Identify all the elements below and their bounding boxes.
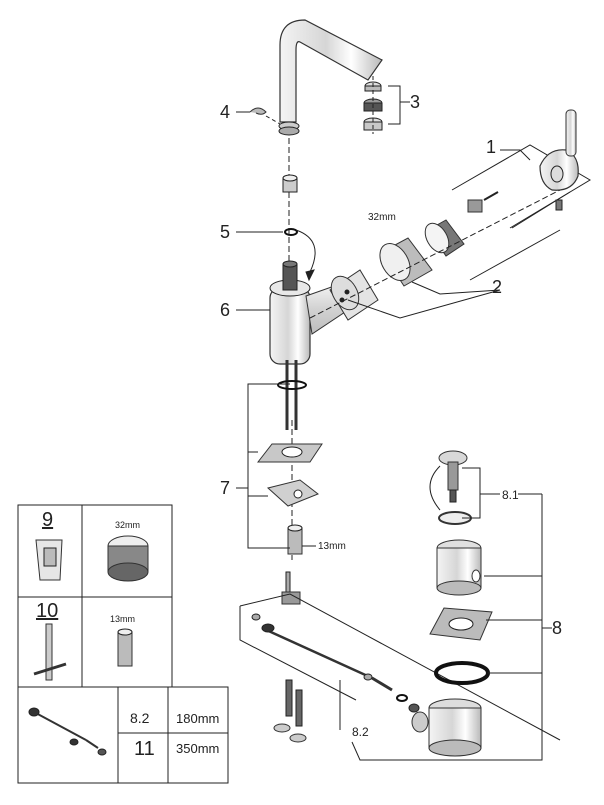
cartridge-size-label: 32mm [368, 212, 396, 223]
fixing-nut [287, 524, 303, 555]
tool-10-nut-icon [117, 628, 133, 667]
tool-10-key-icon [33, 623, 67, 681]
callout-1: 1 [486, 137, 497, 157]
plug [438, 450, 468, 503]
legend-tool-10-number: 10 [36, 600, 59, 622]
retaining-clip [236, 107, 281, 125]
callout-4: 4 [220, 102, 231, 122]
flexible-hose [277, 360, 307, 430]
pop-up-rod [251, 571, 420, 713]
table-row1-value: 180mm [176, 711, 220, 726]
faucet-body [236, 260, 349, 365]
aerator-set [363, 76, 410, 134]
legend-rod-icon [28, 707, 107, 756]
legend-tool-10-size: 13mm [110, 614, 136, 624]
escutcheon-ring [424, 219, 465, 257]
spout-nut [282, 174, 298, 193]
mounting-plate-upper [256, 443, 323, 463]
tool-9-threaded-icon [107, 535, 149, 582]
callout-8: 8 [552, 618, 563, 638]
tool-9-sleeve-icon [35, 539, 63, 581]
callout-2: 2 [492, 277, 503, 297]
waste-body [411, 698, 482, 757]
legend-tool-9-number: 9 [42, 509, 54, 531]
table-row1-key: 8.2 [130, 710, 150, 726]
table-row2-value: 350mm [176, 741, 220, 756]
o-ring [236, 228, 298, 236]
spout [278, 19, 383, 136]
callout-8-1: 8.1 [502, 488, 519, 502]
threaded-sleeve [379, 237, 433, 287]
handle-screw [467, 191, 499, 213]
legend-tool-9-size: 32mm [115, 520, 141, 530]
waste-flange [436, 539, 482, 596]
callout-8-2: 8.2 [352, 725, 369, 739]
callout-3: 3 [410, 92, 421, 112]
waste-gasket [434, 661, 490, 685]
legend-table-box [17, 686, 229, 784]
table-row2-key: 11 [134, 738, 155, 760]
callout-5: 5 [220, 222, 231, 242]
nut-size-label: 13mm [318, 541, 346, 552]
anchor-screws [273, 679, 307, 743]
lever-handle [539, 109, 579, 211]
callout-6: 6 [220, 300, 231, 320]
mounting-plate-lower [266, 479, 319, 507]
callout-7: 7 [220, 478, 231, 498]
waste-washer [429, 607, 493, 641]
